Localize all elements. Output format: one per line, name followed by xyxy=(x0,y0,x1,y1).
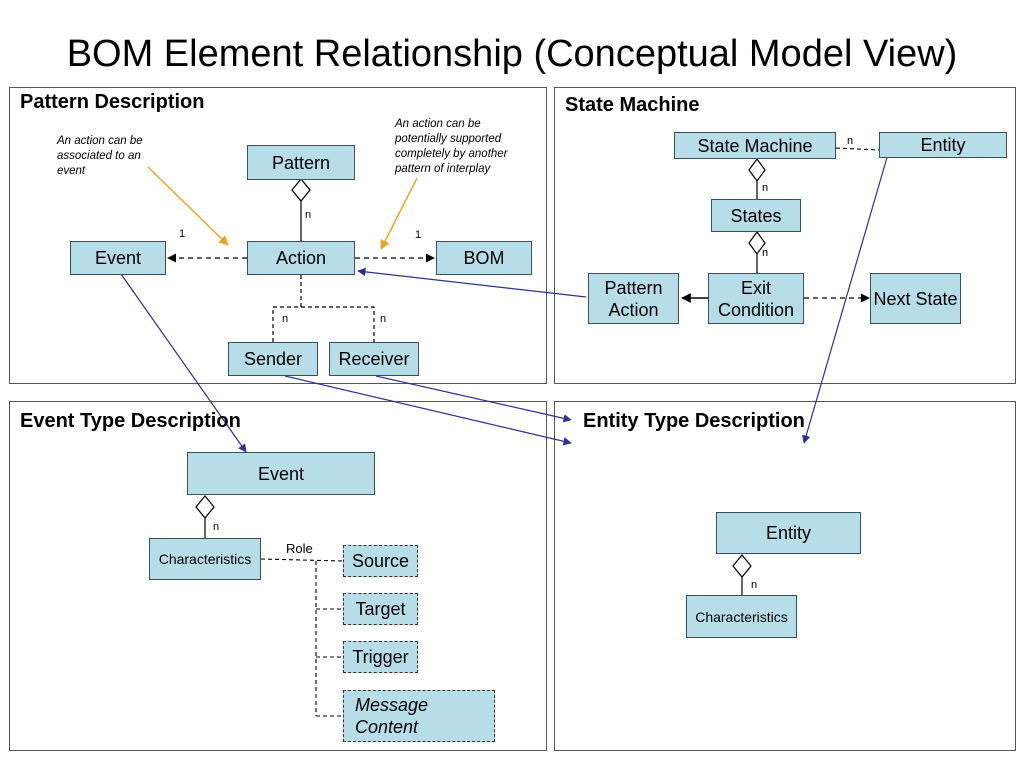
pattern-action-box: Pattern Action xyxy=(588,273,679,324)
multiplicity-n-states: n xyxy=(762,182,769,194)
sender-box: Sender xyxy=(228,342,318,376)
event-type-description-title: Event Type Description xyxy=(20,410,241,432)
exit-condition-box: Exit Condition xyxy=(708,273,804,324)
pattern-box: Pattern xyxy=(247,145,355,180)
target-box: Target xyxy=(343,593,418,625)
multiplicity-n-sender: n xyxy=(282,313,289,325)
note-event: An action can be associated to an event xyxy=(57,135,143,177)
note-pattern: An action can be potentially supported c… xyxy=(395,118,508,175)
state-machine-box: State Machine xyxy=(674,132,836,159)
states-box: States xyxy=(711,199,801,232)
message-content-box: Message Content xyxy=(343,690,495,742)
state-machine-title: State Machine xyxy=(565,94,700,116)
multiplicity-n-entity-type: n xyxy=(751,579,758,591)
entity-type-description-panel xyxy=(554,401,1016,751)
role-label: Role xyxy=(286,541,313,556)
entity-box: Entity xyxy=(879,132,1007,158)
multiplicity-1-event: 1 xyxy=(179,228,186,240)
multiplicity-n-exit: n xyxy=(762,247,769,259)
multiplicity-n-entity: n xyxy=(847,135,854,147)
pattern-description-title: Pattern Description xyxy=(20,91,205,113)
multiplicity-n-event-type: n xyxy=(213,521,220,533)
event-characteristics-box: Characteristics xyxy=(149,538,261,580)
event-type-event-box: Event xyxy=(187,452,375,495)
receiver-box: Receiver xyxy=(329,342,419,376)
trigger-box: Trigger xyxy=(343,641,418,673)
source-box: Source xyxy=(343,545,418,577)
event-box: Event xyxy=(70,241,166,275)
entity-type-description-title: Entity Type Description xyxy=(583,410,805,432)
multiplicity-1-bom: 1 xyxy=(415,229,422,241)
next-state-box: Next State xyxy=(870,273,961,324)
entity-type-entity-box: Entity xyxy=(716,512,861,554)
action-box: Action xyxy=(247,241,355,275)
multiplicity-n-receiver: n xyxy=(380,313,387,325)
multiplicity-n-pattern: n xyxy=(305,209,312,221)
page-title: BOM Element Relationship (Conceptual Mod… xyxy=(66,33,958,75)
bom-box: BOM xyxy=(436,241,532,275)
entity-characteristics-box: Characteristics xyxy=(686,595,797,638)
